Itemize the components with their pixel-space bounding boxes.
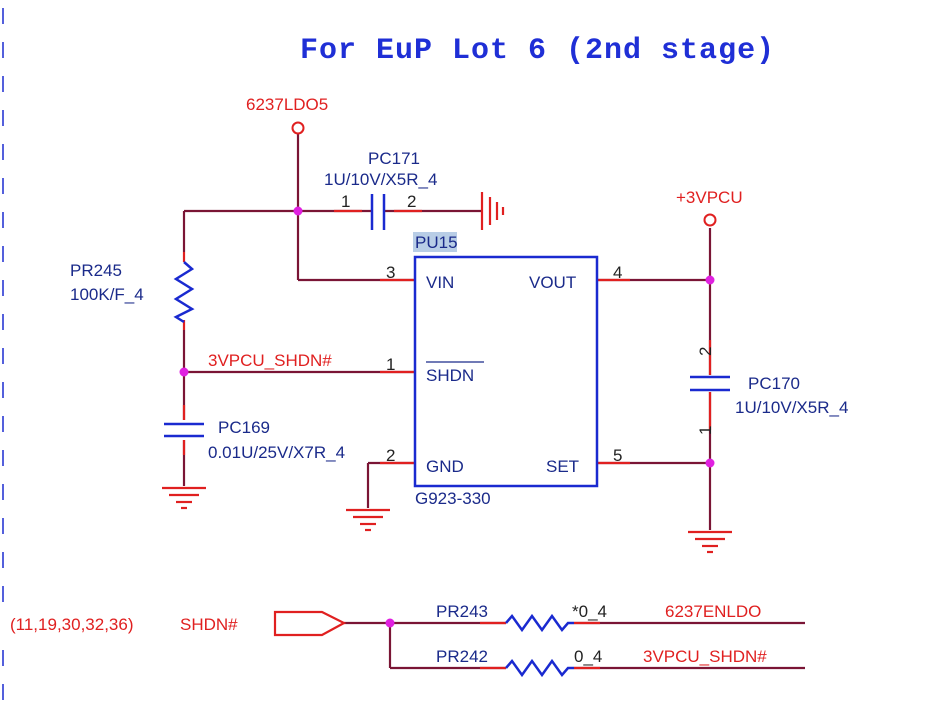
junction-dot	[293, 206, 303, 216]
pu15-pinnum-set: 5	[613, 446, 622, 465]
junction-dot	[385, 618, 395, 628]
pu15-pin-shdn: SHDN	[426, 366, 474, 385]
pr245-ref: PR245	[70, 261, 122, 280]
net-label-shdn: 3VPCU_SHDN#	[208, 351, 332, 370]
pu15-pin-vin: VIN	[426, 273, 454, 292]
pu15-pinnum-shdn: 1	[386, 355, 395, 374]
ground-symbol-pc170	[688, 530, 732, 554]
pr243-value: *0_4	[572, 602, 607, 621]
junction-dot	[705, 275, 715, 285]
pc169-value: 0.01U/25V/X7R_4	[208, 443, 345, 462]
resistor-pr245: PR245 100K/F_4	[70, 261, 195, 324]
net-label-enldo: 6237ENLDO	[665, 602, 761, 621]
pc170-pin2: 2	[696, 347, 715, 356]
pu15-body	[413, 255, 599, 488]
port-shdn: (11,19,30,32,36) SHDN#	[10, 610, 347, 637]
pc170-ref: PC170	[748, 374, 800, 393]
pr245-value: 100K/F_4	[70, 285, 144, 304]
power-port-vpcu: +3VPCU	[676, 188, 743, 227]
pin-stubs	[182, 209, 712, 670]
ground-symbol-pu15	[346, 508, 390, 532]
pc171-pin2: 2	[407, 192, 416, 211]
pu15-pin-set: SET	[546, 457, 579, 476]
net-label-ldo5: 6237LDO5	[246, 95, 328, 114]
pu15-pinnum-gnd: 2	[386, 446, 395, 465]
resistor-pr242: PR242 0_4 3VPCU_SHDN#	[436, 647, 767, 678]
pu15-part: G923-330	[415, 489, 491, 508]
pr242-ref: PR242	[436, 647, 488, 666]
pc169-ref: PC169	[218, 418, 270, 437]
pc170-pin1: 1	[696, 426, 715, 435]
ground-symbol-pc171	[480, 192, 505, 230]
pu15-pinnum-vin: 3	[386, 263, 395, 282]
page-title: For EuP Lot 6 (2nd stage)	[300, 34, 775, 68]
pc171-ref: PC171	[368, 149, 420, 168]
capacitor-pc170: PC170 1U/10V/X5R_4 2 1	[690, 347, 848, 435]
junction-dot	[179, 367, 189, 377]
pu15-pin-gnd: GND	[426, 457, 464, 476]
net-label-vpcu: +3VPCU	[676, 188, 743, 207]
pu15-ref: PU15	[415, 233, 458, 252]
ic-pu15: PU15 VIN SHDN GND VOUT SET 3 1 2 4 5 G92…	[386, 232, 622, 508]
power-port-ldo5: 6237LDO5	[246, 95, 328, 135]
pc170-value: 1U/10V/X5R_4	[735, 398, 848, 417]
pc171-pin1: 1	[341, 192, 350, 211]
pu15-pinnum-vout: 4	[613, 263, 622, 282]
junctions	[179, 206, 715, 628]
ground-symbol-pc169	[162, 486, 206, 510]
capacitor-pc171: PC171 1U/10V/X5R_4 1 2	[324, 149, 437, 230]
pu15-ref-highlight	[413, 232, 457, 252]
capacitor-pc169: PC169 0.01U/25V/X7R_4	[164, 418, 345, 462]
port-label: SHDN#	[180, 615, 238, 634]
port-refs: (11,19,30,32,36)	[10, 615, 134, 634]
pr243-ref: PR243	[436, 602, 488, 621]
pr242-value: 0_4	[574, 647, 602, 666]
junction-dot	[705, 458, 715, 468]
net-label-shdn-2: 3VPCU_SHDN#	[643, 647, 767, 666]
resistor-pr243: PR243 *0_4 6237ENLDO	[436, 602, 761, 633]
pc171-value: 1U/10V/X5R_4	[324, 170, 437, 189]
pu15-pin-vout: VOUT	[529, 273, 576, 292]
